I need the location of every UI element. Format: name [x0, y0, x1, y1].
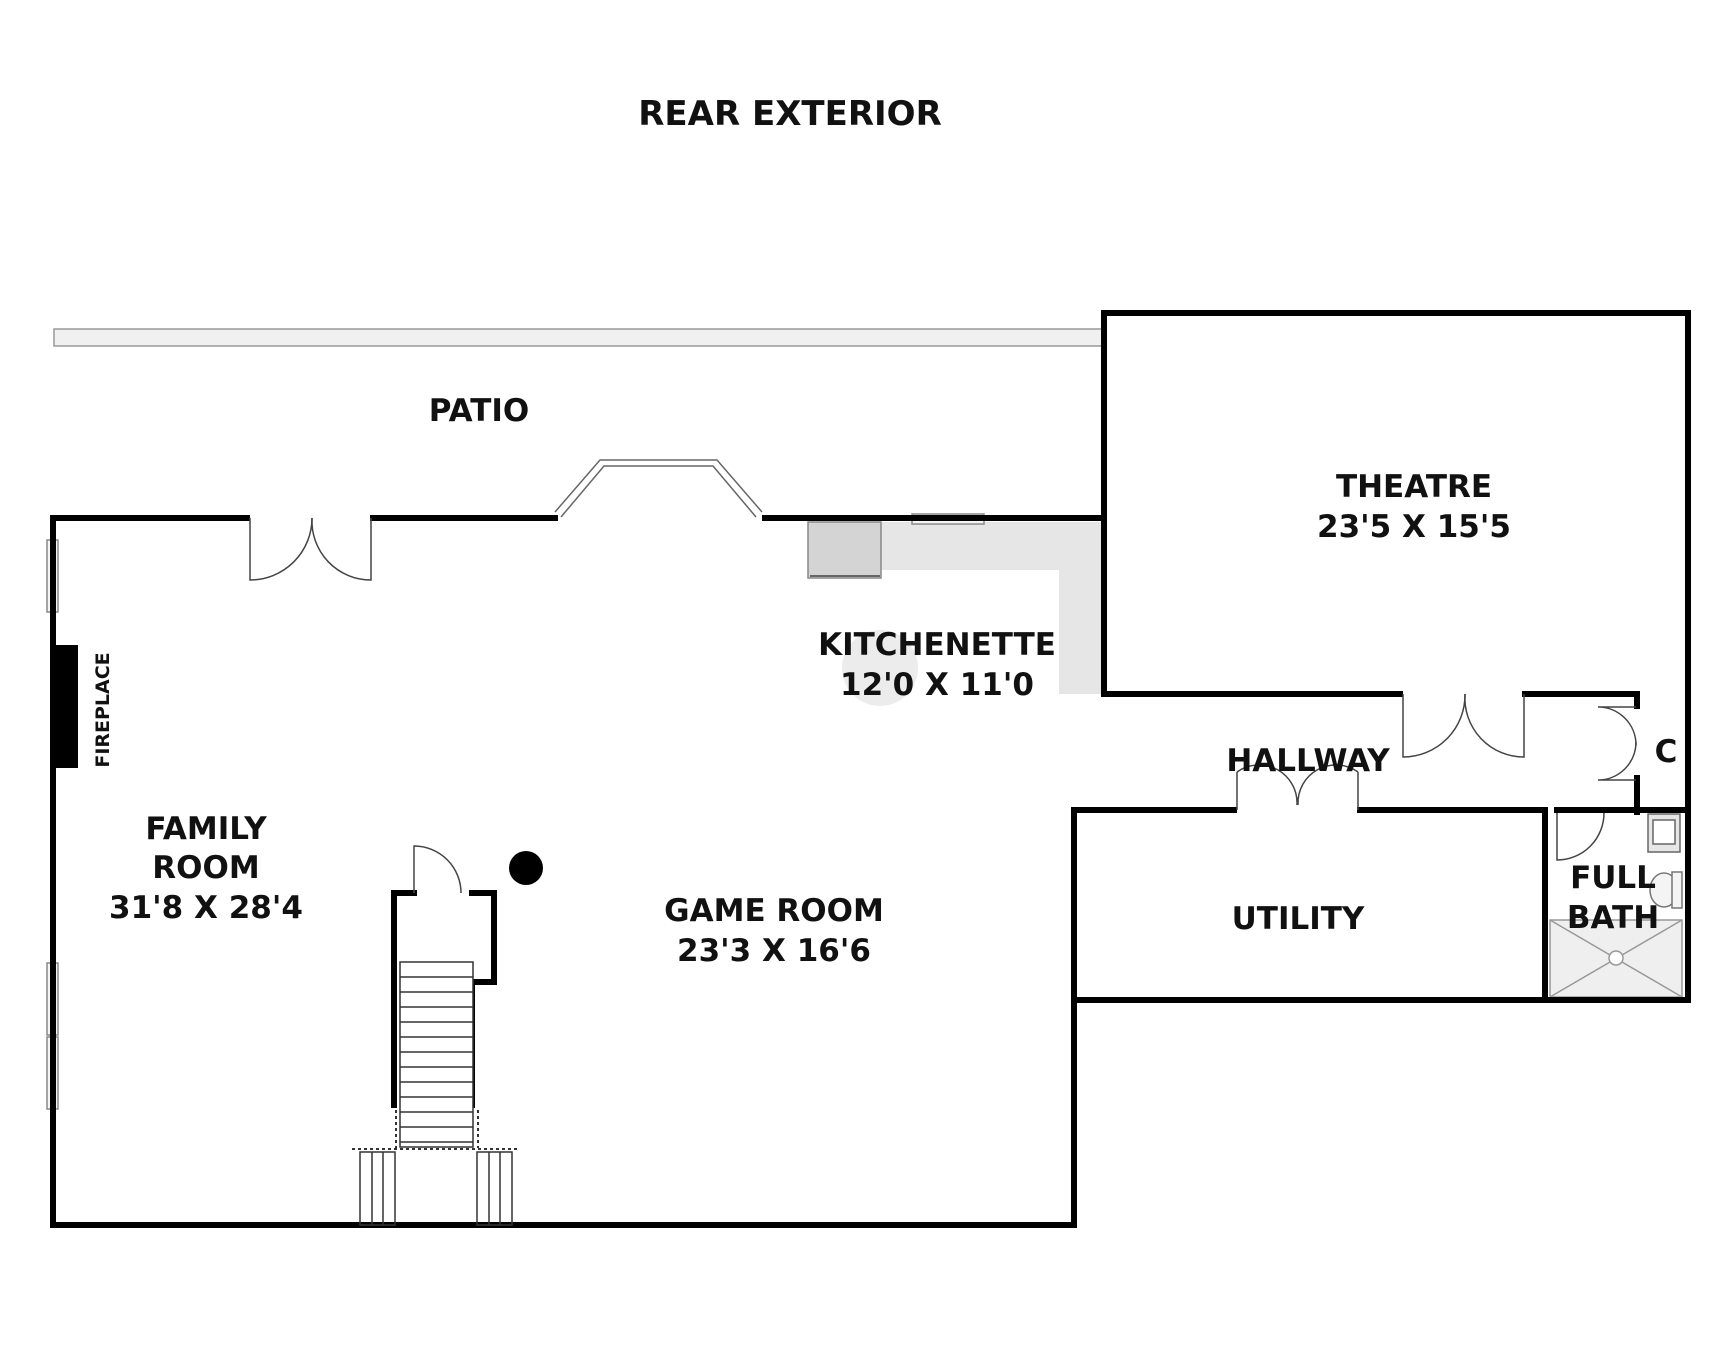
fireplace	[56, 645, 78, 768]
shower	[1549, 919, 1683, 998]
walls	[50, 310, 1691, 1228]
door-swings	[249, 517, 1637, 894]
closet-label: C	[1655, 734, 1678, 770]
fireplace-label: FIREPLACE	[92, 652, 114, 767]
bath-sink	[1647, 813, 1681, 853]
staircase	[352, 961, 520, 1226]
patio-label: PATIO	[429, 393, 530, 429]
family-room-label-line1: FAMILY	[145, 811, 267, 847]
theatre-label: THEATRE	[1336, 469, 1492, 505]
toilet	[1649, 871, 1683, 909]
support-column	[509, 851, 543, 885]
kitchenette-dims: 12'0 X 11'0	[840, 667, 1034, 703]
kitchenette-counter	[807, 521, 1103, 706]
family-room-label-line2: ROOM	[152, 850, 259, 886]
theatre-dims: 23'5 X 15'5	[1317, 509, 1511, 545]
hallway-label: HALLWAY	[1226, 743, 1390, 779]
game-room-label: GAME ROOM	[664, 893, 884, 929]
rear-exterior-label: REAR EXTERIOR	[638, 94, 942, 134]
patio-edge	[53, 328, 1107, 347]
utility-label: UTILITY	[1232, 901, 1365, 937]
kitchenette-label: KITCHENETTE	[818, 627, 1056, 663]
bay-window	[554, 459, 763, 518]
game-room-dims: 23'3 X 16'6	[677, 933, 871, 969]
family-room-dims: 31'8 X 28'4	[109, 890, 303, 926]
full-bath-label-line2: BATH	[1567, 900, 1659, 936]
full-bath-label-line1: FULL	[1570, 860, 1656, 896]
